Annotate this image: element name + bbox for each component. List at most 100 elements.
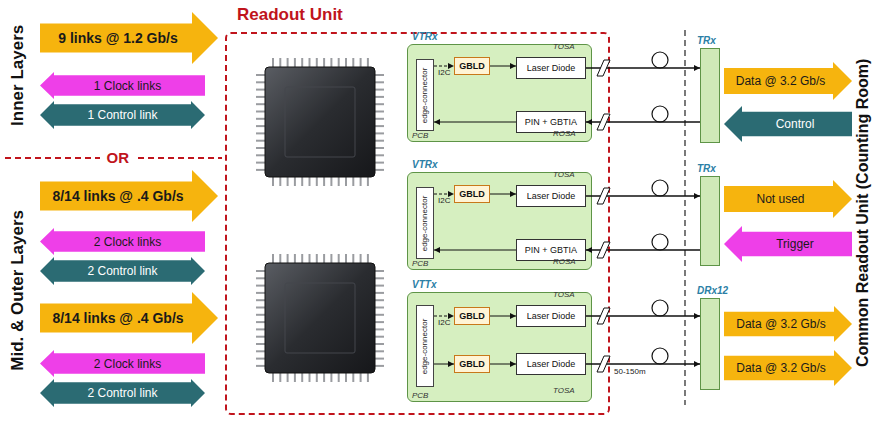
edge-connector: edge-connector	[416, 305, 434, 387]
chip-pin	[309, 177, 311, 186]
chip-pin	[256, 307, 265, 309]
chip-pin	[256, 74, 265, 76]
transceiver-module: VTRxPCBedge-connectorGBLDLaser DiodePIN …	[407, 44, 592, 142]
chip-pin	[279, 58, 281, 67]
arrow-fill	[40, 72, 205, 99]
chip-pin	[375, 270, 384, 272]
separator-line	[5, 157, 100, 159]
box-label: PIN + GBTIA	[525, 117, 577, 127]
chip-body	[265, 263, 375, 373]
chip-pin	[367, 58, 369, 67]
arrow-fill	[40, 228, 205, 255]
chip-pin	[375, 277, 384, 279]
data-arrow: Data @ 3.2 Gb/s	[724, 306, 852, 342]
readout-unit: Readout UnitVTRxPCBedge-connectorGBLDLas…	[225, 32, 610, 415]
module-name: VTRx	[412, 159, 438, 170]
control-arrow: Control	[724, 106, 852, 142]
subassembly-label: TOSA	[553, 387, 575, 396]
box-label: Laser Diode	[527, 191, 576, 201]
arrow-label: 8/14 links @ .4 Gb/s	[52, 310, 183, 326]
chip-pin	[287, 254, 289, 263]
chip-pin	[316, 373, 318, 382]
edge-label: I2C	[438, 319, 450, 327]
box-label: GBLD	[459, 189, 485, 199]
arrow-label: Data @ 3.2 Gb/s	[736, 317, 826, 331]
chip-pin	[256, 365, 265, 367]
chip-pin	[375, 169, 384, 171]
chip-pin	[279, 254, 281, 263]
edge-label: I2C	[438, 69, 450, 77]
pcb-label: PCB	[412, 131, 428, 140]
chip-pin	[375, 118, 384, 120]
i2c-link	[434, 316, 454, 317]
chip-pin	[345, 254, 347, 263]
gbld-chip: GBLD	[454, 57, 490, 75]
chip-pin	[309, 58, 311, 67]
laser-diode: Laser Diode	[516, 305, 586, 327]
arrow-label: 9 links @ 1.2 Gb/s	[58, 30, 177, 46]
chip-pin	[279, 373, 281, 382]
chip-pin	[256, 343, 265, 345]
unit-title: Readout Unit	[237, 5, 343, 25]
chip-pin	[375, 292, 384, 294]
fiber-connector	[597, 60, 610, 76]
signal-line	[490, 364, 516, 365]
arrow-fill	[40, 101, 205, 129]
fiber-loop	[652, 234, 668, 250]
chip-pin	[256, 285, 265, 287]
receiver-name: TRx	[697, 35, 716, 46]
chip-pin	[316, 254, 318, 263]
chip-pin	[294, 58, 296, 67]
chip-pin	[256, 89, 265, 91]
fiber-connector	[597, 308, 610, 324]
chip-die	[285, 87, 355, 157]
chip-pins	[256, 58, 384, 382]
signal-line	[490, 66, 516, 67]
gbld-chip: GBLD	[454, 185, 490, 203]
signal-line	[434, 364, 454, 365]
chip-pin	[338, 58, 340, 67]
chip-pin	[375, 96, 384, 98]
separator-line	[138, 157, 222, 159]
arrow-fill	[724, 306, 852, 342]
receiver-name: TRx	[697, 163, 716, 174]
box-label: PIN + GBTIA	[525, 245, 577, 255]
laser-diode: Laser Diode	[516, 185, 586, 207]
chip-pin	[375, 328, 384, 330]
box-label: Laser Diode	[527, 311, 576, 321]
gbld-chip: GBLD	[454, 307, 490, 325]
arrow-fill	[40, 292, 218, 344]
chip-pin	[301, 373, 303, 382]
link-arrow: 8/14 links @ .4 Gb/s	[40, 170, 218, 222]
chip-pin	[330, 177, 332, 186]
arrow-fill	[724, 62, 852, 100]
length-label: 50-150m	[614, 368, 646, 377]
chip-pin	[287, 58, 289, 67]
chip-pin	[301, 254, 303, 263]
chip-pin	[375, 81, 384, 83]
chip-pin	[375, 147, 384, 149]
transceiver-module: VTRxPCBedge-connectorGBLDLaser DiodePIN …	[407, 172, 592, 270]
arrow-label: 2 Clock links	[94, 357, 161, 371]
chip-pin	[323, 254, 325, 263]
fiber-loop	[652, 180, 668, 196]
fiber-connector	[597, 356, 610, 372]
gbld-chip: GBLD	[454, 355, 490, 373]
chip-pin	[256, 299, 265, 301]
arrow-label: 2 Clock links	[94, 235, 161, 249]
chip-pin	[375, 89, 384, 91]
fiber-connector	[597, 114, 610, 130]
connector-label: edge-connector	[420, 318, 429, 374]
chip-pin	[256, 147, 265, 149]
chip-pin	[375, 307, 384, 309]
module-name: VTRx	[412, 31, 438, 42]
chip-pin	[375, 299, 384, 301]
control-arrow: 1 Control link	[40, 101, 205, 129]
chip-pin	[367, 373, 369, 382]
edge-connector: edge-connector	[416, 187, 434, 259]
chip-pin	[375, 140, 384, 142]
chip-pin	[375, 103, 384, 105]
or-label: OR	[107, 150, 130, 167]
chip-pin	[367, 177, 369, 186]
edge-label: I2C	[438, 197, 450, 205]
